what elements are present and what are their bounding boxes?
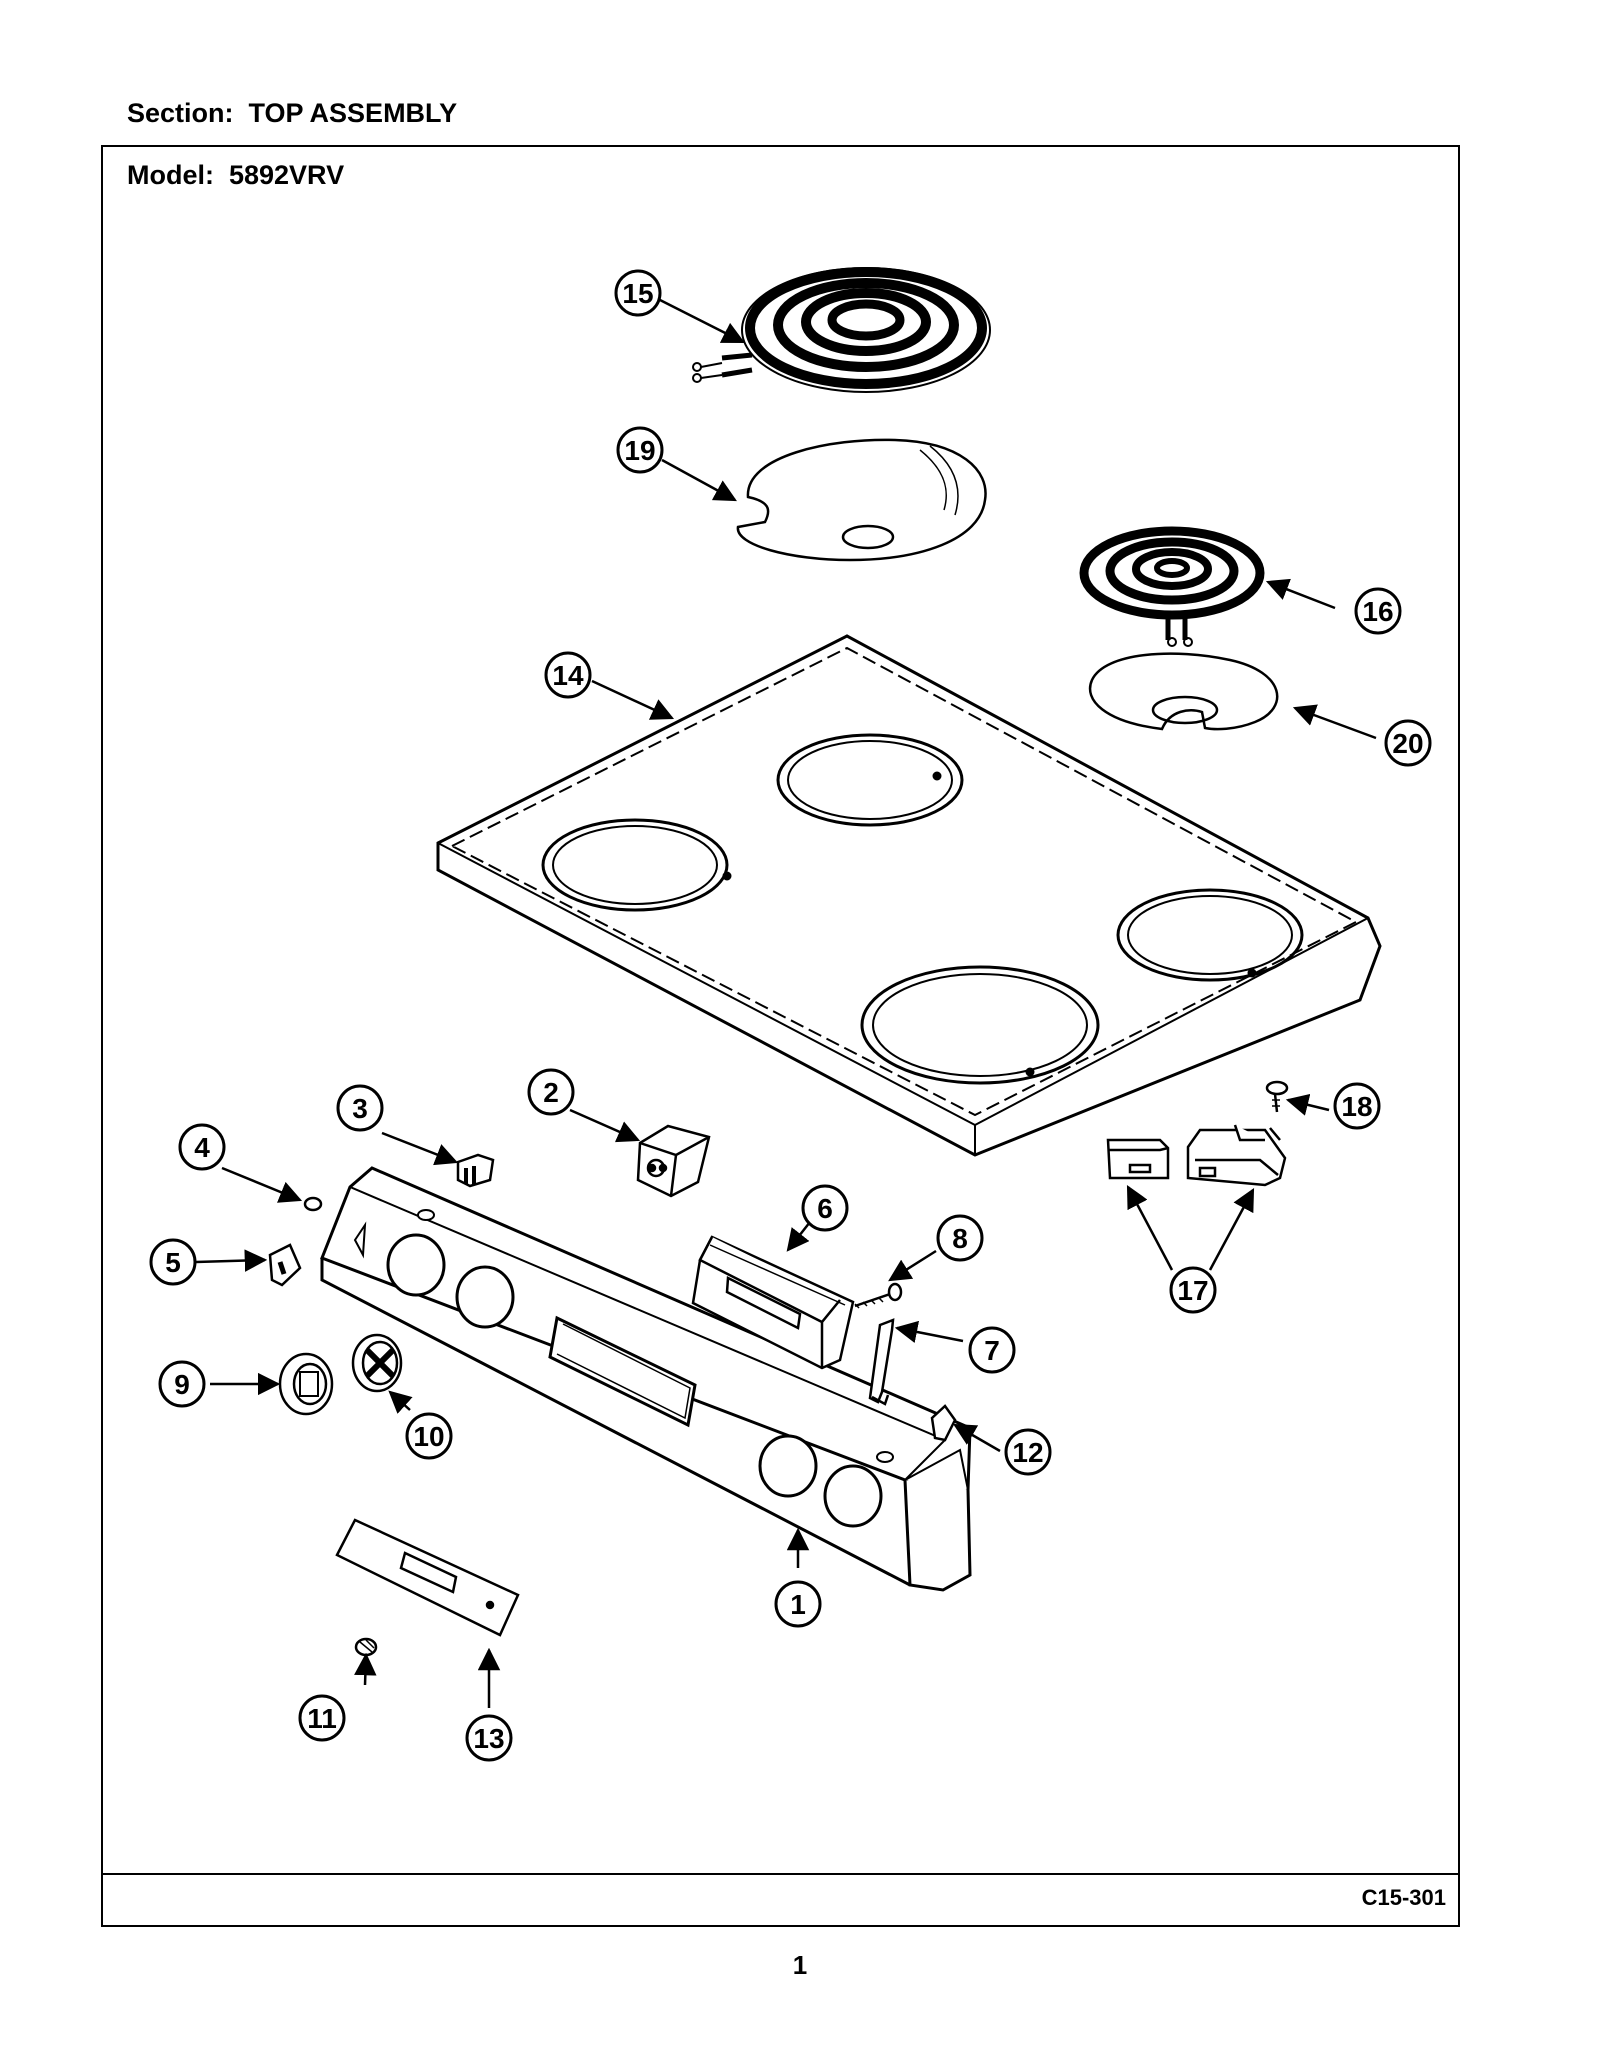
clock-timer <box>691 1235 855 1370</box>
svg-text:1: 1 <box>790 1589 806 1620</box>
callout-12: 12 <box>1004 1428 1052 1476</box>
svg-text:19: 19 <box>624 435 655 466</box>
terminal-block <box>1106 1124 1287 1187</box>
svg-text:16: 16 <box>1362 596 1393 627</box>
svg-text:8: 8 <box>952 1223 968 1254</box>
knob-insert <box>351 1333 403 1393</box>
callout-19: 19 <box>616 426 664 474</box>
callout-18: 18 <box>1333 1082 1381 1130</box>
svg-text:6: 6 <box>817 1193 833 1224</box>
callout-11: 11 <box>298 1694 346 1742</box>
push-switch <box>456 1153 495 1188</box>
surface-element-large <box>692 267 991 393</box>
drip-pan-small <box>1088 652 1279 731</box>
svg-text:10: 10 <box>413 1421 444 1452</box>
callout-14: 14 <box>544 651 592 699</box>
cooktop <box>436 634 1382 1157</box>
callout-7: 7 <box>968 1326 1016 1374</box>
svg-text:14: 14 <box>552 660 584 691</box>
callout-10: 10 <box>405 1412 453 1460</box>
svg-text:3: 3 <box>352 1093 368 1124</box>
callout-16: 16 <box>1354 587 1402 635</box>
control-knob <box>278 1352 334 1416</box>
section-title: Section: TOP ASSEMBLY <box>127 98 458 128</box>
svg-text:18: 18 <box>1341 1091 1372 1122</box>
small-knob <box>354 1637 378 1657</box>
callout-9: 9 <box>158 1360 206 1408</box>
drip-pan-large <box>736 438 987 562</box>
clip <box>930 1404 957 1442</box>
svg-text:2: 2 <box>543 1077 559 1108</box>
callout-6: 6 <box>801 1184 849 1232</box>
callout-5: 5 <box>149 1238 197 1286</box>
callout-20: 20 <box>1384 719 1432 767</box>
screw-18 <box>1265 1080 1289 1113</box>
svg-text:20: 20 <box>1392 728 1423 759</box>
svg-text:7: 7 <box>984 1335 1000 1366</box>
footer-divider <box>101 1873 1460 1875</box>
model-title: Model: 5892VRV <box>127 160 345 190</box>
drawing-code: C15-301 <box>1361 1885 1446 1910</box>
svg-text:11: 11 <box>307 1703 337 1734</box>
control-overlay <box>335 1518 520 1637</box>
callout-2: 2 <box>527 1068 575 1116</box>
control-panel <box>320 1166 972 1592</box>
callouts: 15 19 16 20 14 2 3 4 5 9 10 6 8 7 12 1 1… <box>149 269 1432 1762</box>
svg-text:17: 17 <box>1177 1275 1208 1306</box>
callout-15: 15 <box>614 269 662 317</box>
svg-text:15: 15 <box>622 278 653 309</box>
leader-lines <box>195 298 1377 1708</box>
svg-text:13: 13 <box>473 1723 504 1754</box>
callout-8: 8 <box>936 1214 984 1262</box>
svg-text:9: 9 <box>174 1369 190 1400</box>
diagram-frame <box>101 145 1460 1927</box>
rocker-switch <box>268 1243 302 1287</box>
callout-13: 13 <box>465 1714 513 1762</box>
svg-text:4: 4 <box>194 1132 210 1163</box>
callout-1: 1 <box>774 1580 822 1628</box>
svg-text:5: 5 <box>165 1247 181 1278</box>
callout-3: 3 <box>336 1084 384 1132</box>
callout-4: 4 <box>178 1123 226 1171</box>
bracket <box>868 1318 895 1406</box>
svg-text:12: 12 <box>1012 1437 1043 1468</box>
surface-element-small <box>1079 526 1265 647</box>
callout-17: 17 <box>1169 1266 1217 1314</box>
indicator-light <box>303 1196 323 1212</box>
infinite-switch <box>636 1124 711 1198</box>
screw-8 <box>854 1282 903 1309</box>
page-number: 1 <box>792 1950 808 1980</box>
